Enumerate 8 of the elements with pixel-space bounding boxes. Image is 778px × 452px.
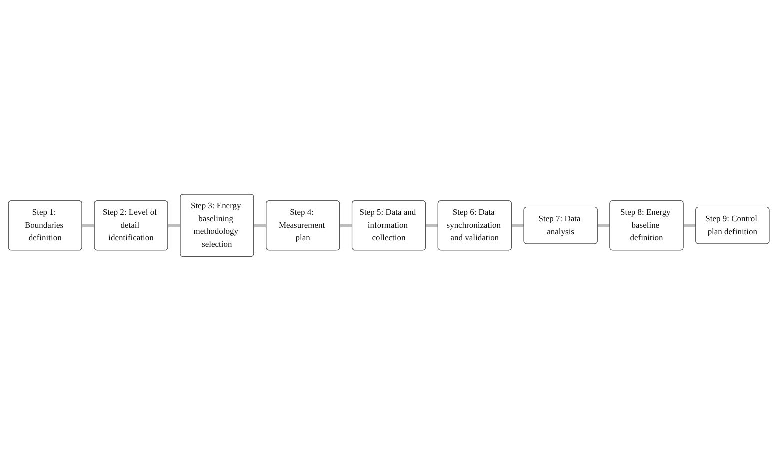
connector: [253, 224, 268, 228]
connector: [597, 224, 611, 228]
connector: [425, 224, 440, 228]
connector: [168, 224, 182, 228]
connector: [683, 224, 697, 228]
connector: [511, 224, 525, 228]
connector: [339, 224, 354, 228]
connector: [82, 224, 96, 228]
